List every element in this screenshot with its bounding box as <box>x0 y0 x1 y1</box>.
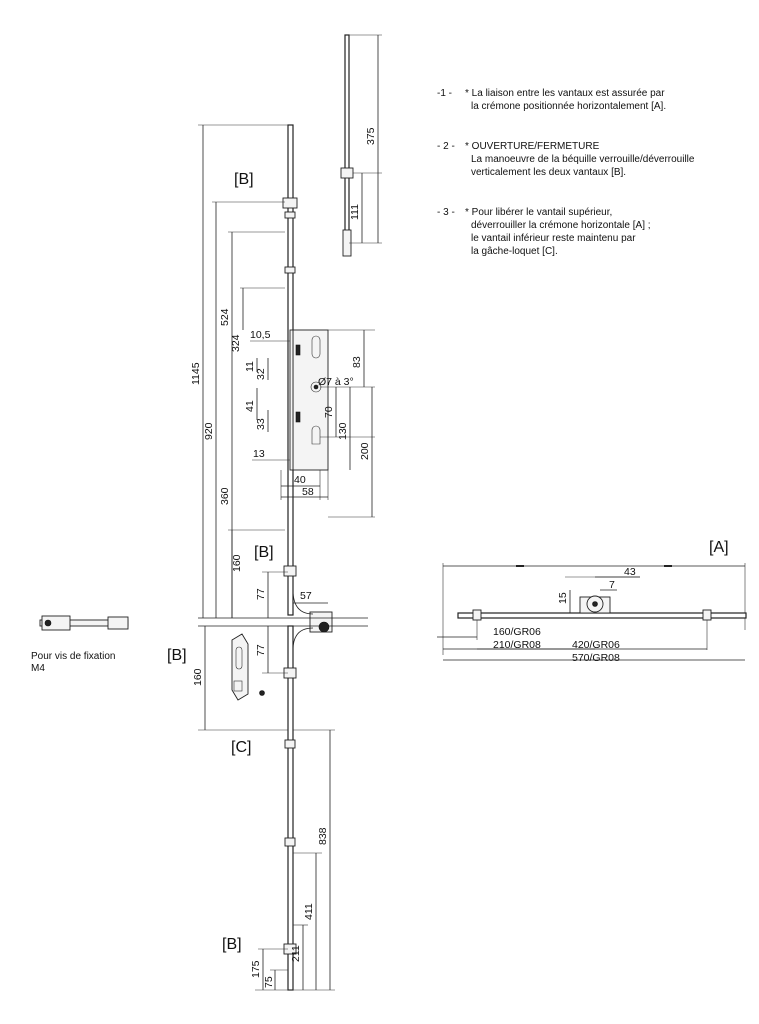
main-espagnolette <box>282 124 333 991</box>
dim-70: 70 <box>323 406 335 418</box>
lower-rod <box>287 625 294 991</box>
dim-13: 13 <box>253 448 265 460</box>
note-3-line-4: la gâche-loquet [C]. <box>471 246 558 257</box>
horizontal-cremone-detail: [A] 43 7 15 160/GR06 210/GR08 420/GR06 5… <box>437 539 747 664</box>
label-b-top: [B] <box>234 171 254 188</box>
label-b-middle: [B] <box>254 544 274 561</box>
latch-slot <box>311 335 321 359</box>
note-2-line-2: La manoeuvre de la béquille verrouille/d… <box>471 154 695 165</box>
dim-33: 33 <box>255 418 267 430</box>
note-3-line-2: déverrouiller la crémone horizontale [A]… <box>471 220 651 231</box>
dim-160-lower: 160 <box>192 668 204 686</box>
dim-75: 75 <box>263 976 275 988</box>
rod-bolt <box>340 167 354 179</box>
guide <box>284 739 296 749</box>
dim-375: 375 <box>365 127 377 145</box>
fixing-label-line-2: M4 <box>31 663 45 674</box>
dim-a-420: 420/GR06 <box>572 639 620 651</box>
dim-a-7: 7 <box>609 579 615 591</box>
dim-a-210: 210/GR08 <box>493 639 541 651</box>
dim-83: 83 <box>351 356 363 368</box>
strike-plate <box>231 633 265 701</box>
dim-360: 360 <box>219 487 231 505</box>
label-b-left: [B] <box>167 647 187 664</box>
dim-77-upper: 77 <box>255 588 267 600</box>
dim-130: 130 <box>337 422 349 440</box>
dim-411: 411 <box>303 903 315 920</box>
fixing-part: Pour vis de fixation M4 <box>31 615 129 674</box>
dim-a-43: 43 <box>624 566 636 578</box>
note-3-line-3: le vantail inférieur reste maintenu par <box>471 233 636 244</box>
dim-angle: Ø7 à 3° <box>318 376 354 388</box>
dim-838: 838 <box>317 827 329 845</box>
extension-rod <box>344 34 350 256</box>
dim-175: 175 <box>250 960 262 978</box>
notes-block: -1 - * La liaison entre les vantaux est … <box>437 88 695 257</box>
middle-dimensions: 77 57 77 160 <box>192 571 328 731</box>
mid-roller <box>283 565 297 577</box>
dim-57: 57 <box>300 590 312 602</box>
note-2-line-3: verticalement les deux vantaux [B]. <box>471 167 626 178</box>
note-2-line-1: * OUVERTURE/FERMETURE <box>465 141 600 152</box>
guide <box>284 211 296 219</box>
dim-a-160: 160/GR06 <box>493 626 541 638</box>
guide <box>284 837 296 847</box>
lock-faceplate <box>289 329 294 471</box>
dim-211: 211 <box>290 945 302 962</box>
note-3-line-1: * Pour libérer le vantail supérieur, <box>465 207 612 218</box>
lock-left-dimensions: 10,5 11 32 41 33 13 <box>244 329 290 461</box>
note-1-line-1: * La liaison entre les vantaux est assur… <box>465 88 665 99</box>
fixing-label-line-1: Pour vis de fixation <box>31 651 116 662</box>
dim-200: 200 <box>359 442 371 460</box>
dim-920: 920 <box>203 422 215 440</box>
cylinder-cutout <box>311 425 321 445</box>
dim-a-570: 570/GR08 <box>572 652 620 664</box>
dim-a-15: 15 <box>557 592 569 604</box>
dim-524: 524 <box>219 308 231 326</box>
extension-rod-detail: 375 111 <box>340 34 382 257</box>
dim-111: 111 <box>349 204 361 220</box>
dim-40: 40 <box>294 474 306 486</box>
lock-right-dimensions: 83 Ø7 à 3° 70 130 200 40 58 <box>280 329 375 518</box>
dim-160-upper: 160 <box>231 554 243 572</box>
note-1-number: -1 - <box>437 88 452 99</box>
guide <box>284 266 296 274</box>
dim-324: 324 <box>230 334 242 352</box>
dim-10-5: 10,5 <box>250 329 271 341</box>
upper-roller <box>282 197 298 209</box>
dim-58: 58 <box>302 486 314 498</box>
dim-77-lower: 77 <box>255 644 267 656</box>
note-3-number: - 3 - <box>437 207 455 218</box>
left-dimensions: 1145 920 524 360 324 160 <box>190 124 288 618</box>
note-1-line-2: la crémone positionnée horizontalement [… <box>471 101 666 112</box>
label-c: [C] <box>231 739 251 756</box>
note-2-number: - 2 - <box>437 141 455 152</box>
bottom-dimensions: 838 411 211 175 75 <box>250 729 335 991</box>
label-b-bottom: [B] <box>222 936 242 953</box>
label-a: [A] <box>709 539 729 556</box>
dim-32: 32 <box>255 368 267 380</box>
dim-11: 11 <box>244 361 256 372</box>
dim-1145: 1145 <box>190 362 202 385</box>
dim-41: 41 <box>244 400 256 412</box>
